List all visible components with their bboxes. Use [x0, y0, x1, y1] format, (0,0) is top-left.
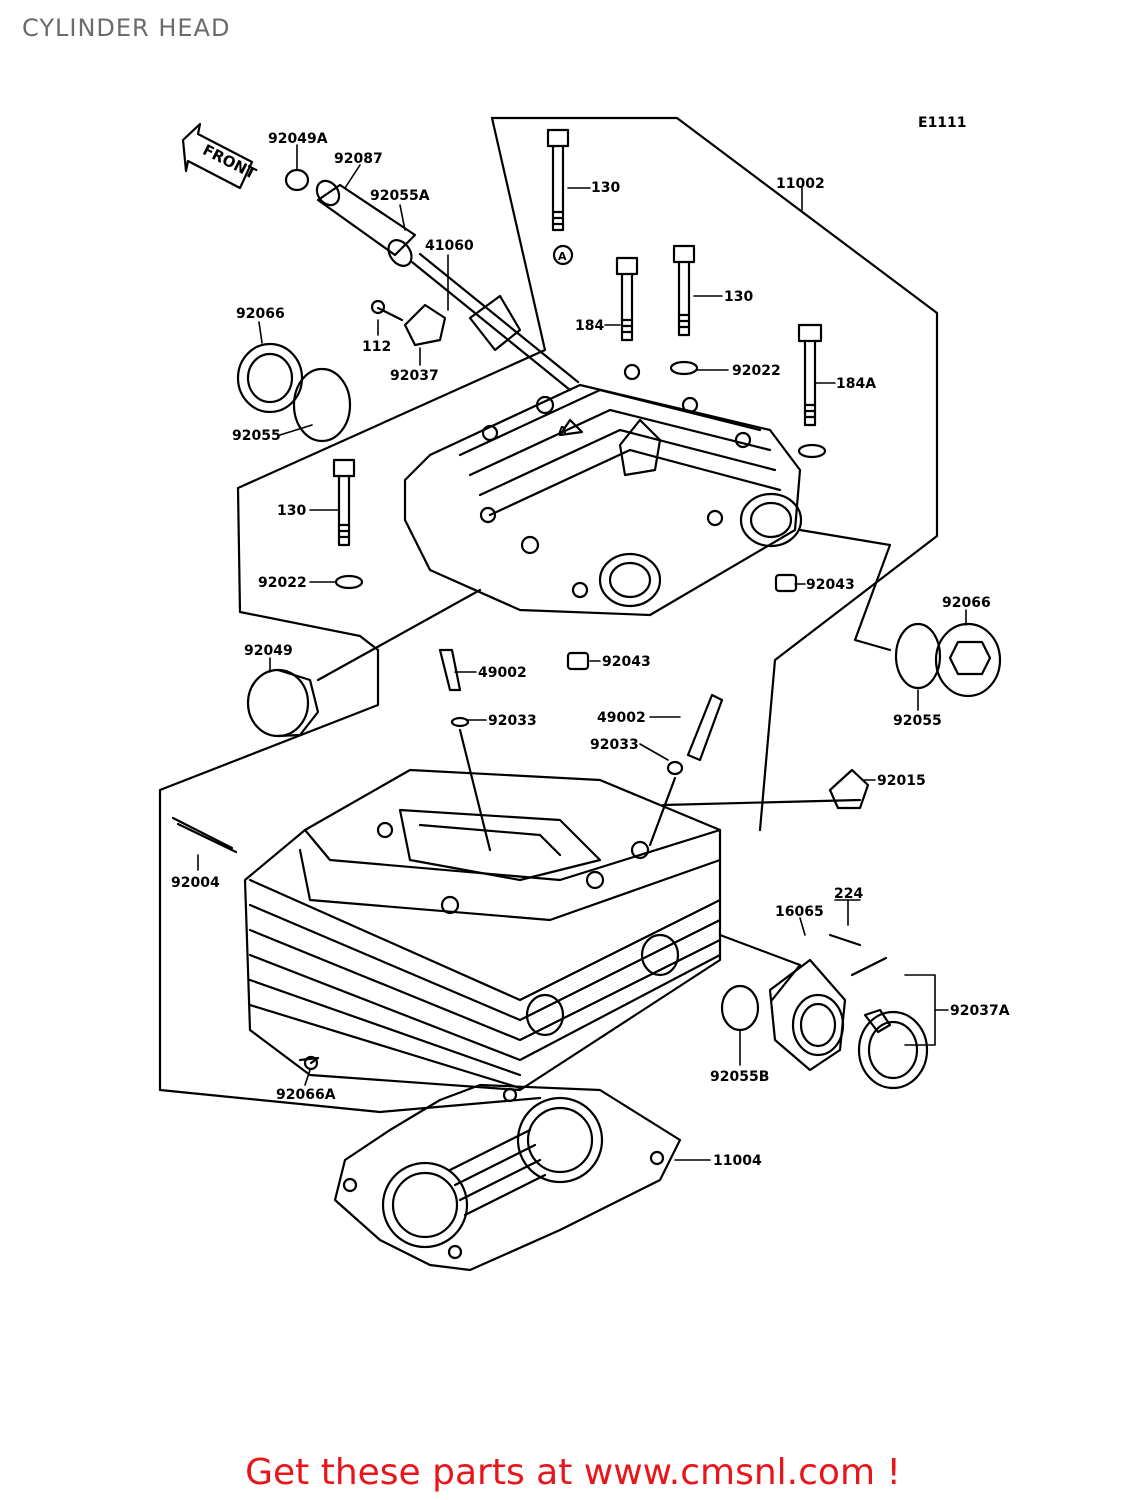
part-label-92066-left: 92066	[236, 306, 285, 322]
part-label-130-mid: 130	[724, 289, 753, 305]
part-label-92055B: 92055B	[710, 1069, 769, 1085]
part-label-92033-left: 92033	[488, 713, 537, 729]
part-label-184: 184	[575, 318, 604, 334]
part-label-16065: 16065	[775, 904, 824, 920]
dowel-upper	[774, 573, 798, 593]
oil-pipe	[284, 168, 417, 267]
footer-shop-link[interactable]: Get these parts at www.cmsnl.com !	[245, 1452, 901, 1493]
right-plug-cap	[934, 622, 1002, 698]
screw-lower	[850, 956, 888, 977]
part-label-92037: 92037	[390, 368, 439, 384]
part-label-92015: 92015	[877, 773, 926, 789]
part-label-92043-top: 92043	[806, 577, 855, 593]
cylinder-head	[243, 768, 722, 1092]
page-title: CYLINDER HEAD	[22, 14, 231, 42]
bracket-assembly	[370, 299, 447, 347]
spark-plug-right	[686, 693, 724, 762]
cap-nut	[828, 768, 870, 810]
part-label-92043-low: 92043	[602, 654, 651, 670]
spark-plug-left	[438, 648, 462, 692]
part-label-130-top: 130	[591, 180, 620, 196]
part-label-49002-right: 49002	[597, 710, 646, 726]
part-label-92049A: 92049A	[268, 131, 328, 147]
part-label-92066A: 92066A	[276, 1087, 336, 1103]
cylinder-head-cover	[403, 363, 803, 617]
part-label-130-left: 130	[277, 503, 306, 519]
part-label-49002-left: 49002	[478, 665, 527, 681]
part-label-41060: 41060	[425, 238, 474, 254]
holder-o-ring	[720, 984, 760, 1032]
part-label-92004: 92004	[171, 875, 220, 891]
part-label-92033-right: 92033	[590, 737, 639, 753]
bolt-130-mid	[672, 244, 696, 337]
washer-92022-top	[669, 360, 699, 376]
part-label-92022-left: 92022	[258, 575, 307, 591]
clamp	[857, 1008, 929, 1090]
front-arrow-icon: FRONT	[181, 122, 260, 190]
left-end-cap	[246, 668, 320, 738]
part-label-92055-left: 92055	[232, 428, 281, 444]
ref-marker-label: A	[558, 250, 567, 263]
washer-92022-left	[334, 574, 364, 590]
part-labels: 92049A 92087 92055A 41060 92066 112 9203…	[171, 131, 1010, 1169]
part-label-92066-right: 92066	[942, 595, 991, 611]
left-o-ring	[292, 367, 352, 443]
diagram-code: E1111	[918, 115, 967, 131]
part-label-112: 112	[362, 339, 391, 355]
intake-holder	[768, 958, 847, 1072]
part-label-184A: 184A	[836, 376, 876, 392]
right-o-ring	[894, 622, 942, 690]
bolt-184A	[797, 323, 823, 427]
leader-lines	[197, 144, 967, 1161]
rocker-shaft	[410, 252, 580, 392]
part-label-11002: 11002	[776, 176, 825, 192]
stud-bolt	[171, 816, 234, 850]
part-label-11004: 11004	[713, 1153, 762, 1169]
front-arrow-label: FRONT	[200, 141, 260, 183]
part-label-92049: 92049	[244, 643, 293, 659]
head-gasket	[333, 1083, 682, 1272]
left-plug-cap	[236, 342, 304, 414]
bolt-130-top	[546, 128, 570, 232]
part-label-92037A: 92037A	[950, 1003, 1010, 1019]
bolt-184	[615, 256, 639, 342]
dowel-lower	[566, 651, 590, 671]
ref-marker-icon	[552, 244, 574, 266]
part-label-92087: 92087	[334, 151, 383, 167]
part-label-224: 224	[834, 886, 863, 902]
ref-marker-label-cover: A	[558, 424, 567, 437]
part-label-92022-top: 92022	[732, 363, 781, 379]
bolt-130-left	[332, 458, 356, 547]
screw-upper	[828, 933, 862, 947]
cover-group-outline	[490, 116, 939, 832]
part-label-92055A: 92055A	[370, 188, 430, 204]
part-label-92055-right: 92055	[893, 713, 942, 729]
